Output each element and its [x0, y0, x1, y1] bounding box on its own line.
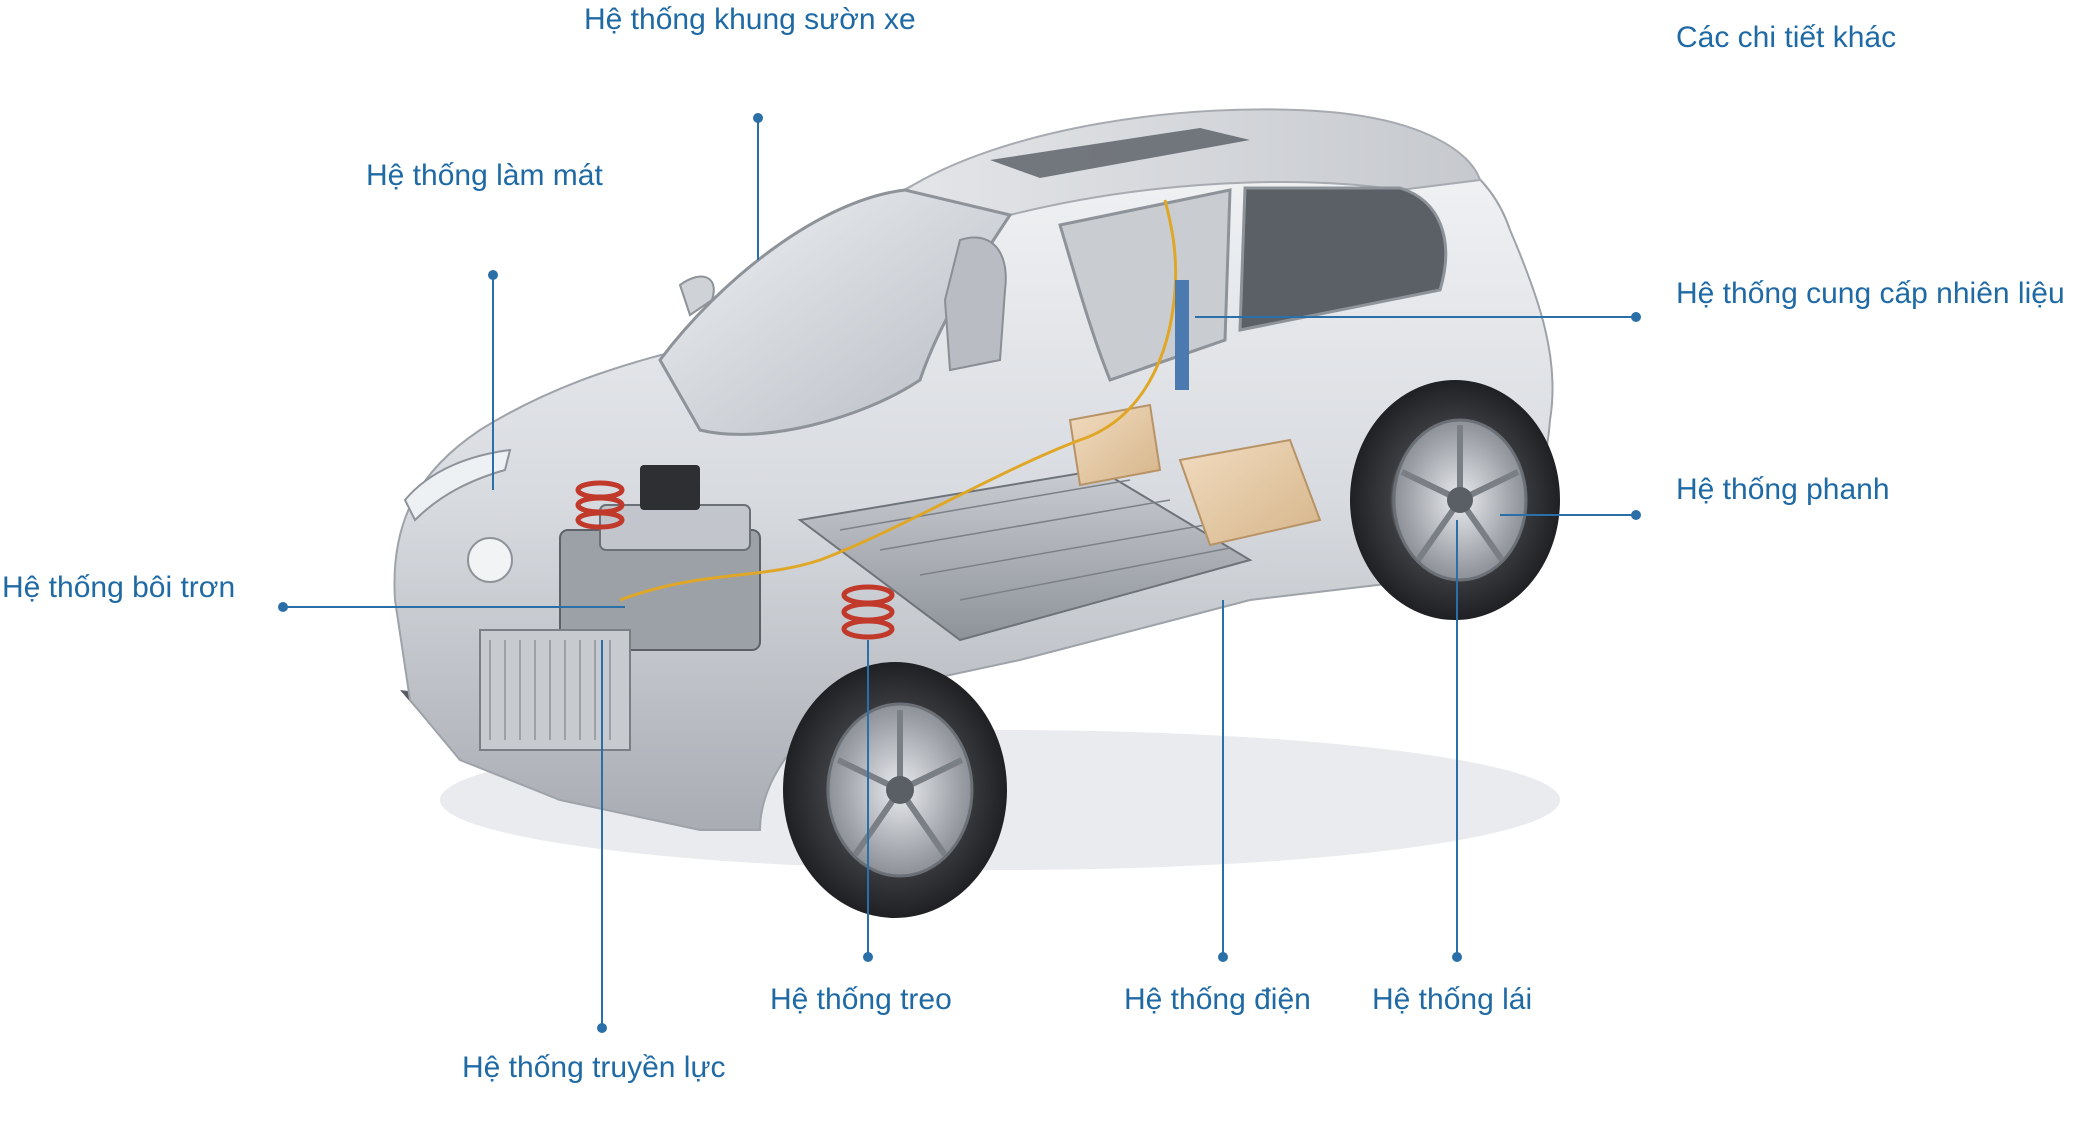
leader-dots: [278, 113, 1641, 1033]
battery-pack: [797, 468, 1253, 642]
label-fuel-supply-system[interactable]: Hệ thống cung cấp nhiên liệu: [1676, 277, 2065, 310]
side-window-rear: [1238, 186, 1448, 332]
battery-cells: [839, 479, 1231, 601]
headlight: [403, 448, 512, 522]
label-other-parts[interactable]: Các chi tiết khác: [1676, 21, 1897, 54]
label-chassis-system[interactable]: Hệ thống khung sườn xe: [584, 3, 916, 36]
label-steering-system[interactable]: Hệ thống lái: [1372, 983, 1533, 1016]
radiator-fins: [489, 640, 611, 740]
battery-12v: [640, 465, 700, 510]
label-suspension-system[interactable]: Hệ thống treo: [770, 983, 952, 1016]
rear-shock: [1175, 280, 1189, 390]
label-drivetrain-system[interactable]: Hệ thống truyền lực: [462, 1051, 726, 1084]
rear-tank: [1178, 438, 1322, 547]
radiator: [479, 629, 631, 751]
front-spring-left: [575, 480, 625, 530]
sunroof: [990, 128, 1250, 178]
label-electrical-system[interactable]: Hệ thống điện: [1124, 983, 1311, 1016]
seat: [943, 236, 1007, 372]
engine-cover: [599, 504, 751, 551]
reservoir: [467, 537, 513, 583]
leader-lines: [283, 118, 1636, 1028]
label-brake-system[interactable]: Hệ thống phanh: [1676, 473, 1890, 506]
rear-canister: [1068, 403, 1162, 487]
rear-wheel: [1350, 380, 1560, 620]
front-spring-right: [841, 584, 895, 640]
roof: [902, 108, 1482, 217]
front-wheel: [783, 662, 1007, 918]
label-lubrication-system[interactable]: Hệ thống bôi trơn: [2, 571, 236, 604]
label-cooling-system[interactable]: Hệ thống làm mát: [366, 159, 603, 192]
side-mirror: [678, 275, 715, 317]
